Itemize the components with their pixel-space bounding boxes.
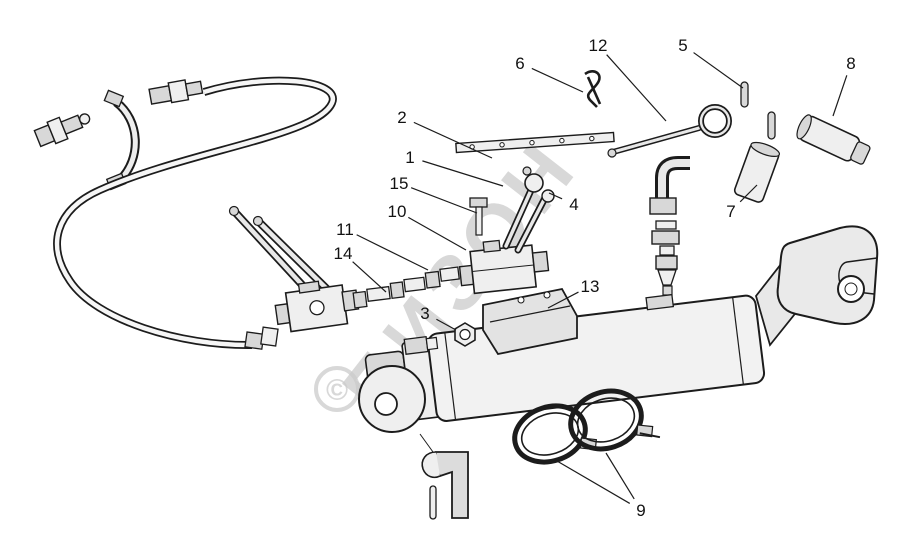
callout-label-3: 3 [420,304,429,323]
cotter-pin [740,81,749,108]
callout-leader-line [693,52,744,89]
cotter-pin-2 [767,111,776,140]
callout-label-4: 4 [569,195,578,214]
callout-leader-line [408,216,467,251]
banjo-fitting [33,113,91,148]
callout-label-1: 1 [405,148,414,167]
fitting-chain [352,266,460,309]
callout-leader-line [422,160,504,187]
rod-end-eye [358,365,426,433]
callout-leader-line [356,234,429,271]
pivot-pin [796,114,871,165]
hydraulic-hose [53,76,337,350]
valve-lever [228,205,309,292]
bushing [733,141,781,203]
bolt [469,197,488,236]
callout-label-15: 15 [390,174,409,193]
watermark-logo-ring [314,366,360,412]
callout-leader-line [548,192,563,200]
clevis-fork [755,225,879,347]
valve-lever-2 [252,215,334,296]
linkage [502,166,555,254]
callout-leader-line [606,54,667,122]
callout-leader-line [739,184,758,203]
valve-block [458,239,550,295]
callout-label-13: 13 [581,277,600,296]
hose-clamp-2 [568,388,661,452]
elbow-fitting [649,156,690,296]
callout-leader-line [556,460,631,504]
callout-leader-line [531,67,584,93]
callout-label-8: 8 [846,54,855,73]
callout-leader-line [436,318,457,331]
hose-end-fitting [148,79,204,105]
callout-label-5: 5 [678,36,687,55]
callout-leader-line [413,121,493,159]
callout-label-7: 7 [726,202,735,221]
callout-label-2: 2 [397,108,406,127]
r-clip [584,70,602,108]
callout-label-12: 12 [589,36,608,55]
mount-hook [419,433,469,520]
callout-leader-line [547,291,579,309]
callout-label-9: 9 [636,501,645,520]
callout-label-14: 14 [334,244,353,263]
callout-leader-line [410,187,478,214]
callout-label-10: 10 [388,202,407,221]
callout-label-11: 11 [336,220,354,239]
ball-valve [274,280,360,333]
callout-leader-line [832,75,848,117]
callout-label-6: 6 [515,54,524,73]
watermark-logo: © [326,374,348,407]
callout-leader-line [605,452,635,500]
lift-rod [607,104,732,158]
callout-leader-line [352,261,387,293]
port-fitting [403,335,439,356]
lock-nut [454,322,476,347]
